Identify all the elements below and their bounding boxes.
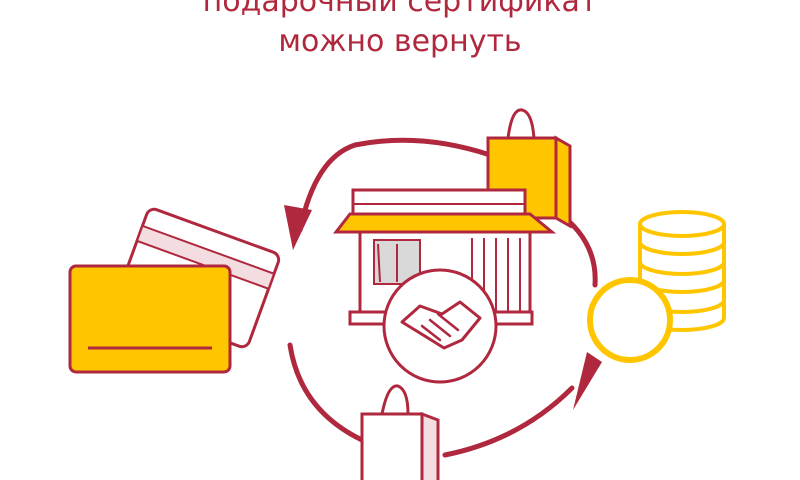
headline-line-2: можно вернуть xyxy=(278,24,522,59)
headline: подарочный сертификат можно вернуть xyxy=(0,0,800,62)
coins-icon xyxy=(587,210,726,363)
cycle-arrow-left xyxy=(287,342,365,443)
gift-card-icon xyxy=(68,207,281,374)
card-front xyxy=(68,264,232,374)
cycle-arrow-bottom xyxy=(442,385,575,458)
arrow-head-right xyxy=(573,352,602,410)
headline-line-1: подарочный сертификат xyxy=(202,0,598,19)
handshake-icon xyxy=(382,268,498,384)
arrow-head-left xyxy=(284,205,312,250)
cycle-arrow-top xyxy=(297,137,493,233)
shopping-bag-icon xyxy=(360,384,440,480)
coin-front xyxy=(587,277,673,363)
